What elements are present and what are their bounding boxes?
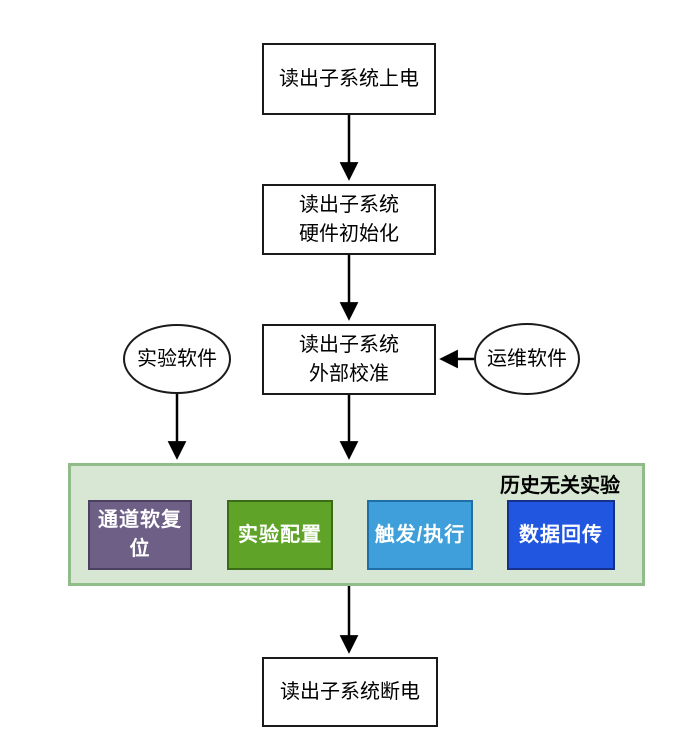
node-experiment-software: 实验软件 (123, 324, 231, 394)
experiment-container-label: 历史无关实验 (500, 475, 620, 497)
step-trigger-execute: 触发/执行 (367, 500, 473, 570)
step-data-return: 数据回传 (507, 500, 615, 570)
step-channel-soft-reset: 通道软复位 (88, 500, 192, 570)
node-hardware-init: 读出子系统 硬件初始化 (262, 184, 436, 255)
node-power-off: 读出子系统断电 (262, 657, 438, 727)
step-experiment-config: 实验配置 (227, 500, 333, 570)
node-external-calibration: 读出子系统 外部校准 (262, 324, 436, 395)
node-power-on: 读出子系统上电 (262, 43, 436, 115)
node-operations-software: 运维软件 (474, 323, 580, 395)
